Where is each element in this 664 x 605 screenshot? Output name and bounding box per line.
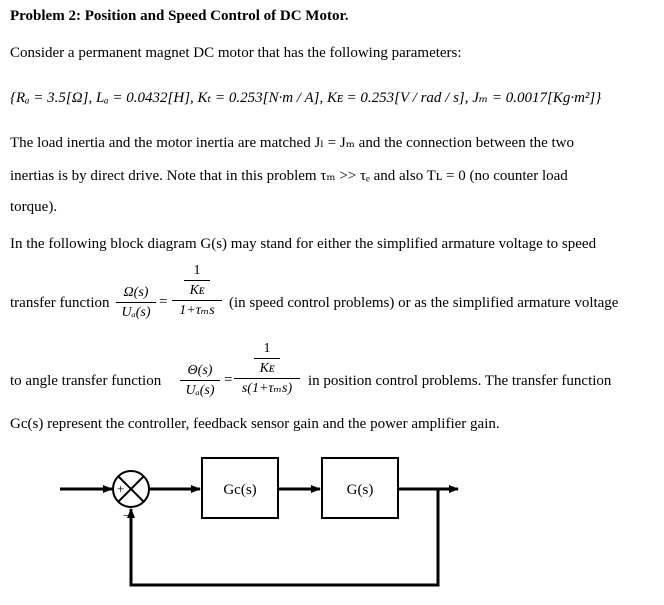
fraction-bar — [254, 358, 280, 359]
fraction-bar — [184, 280, 210, 281]
tf2-lhs-numerator: Θ(s) — [187, 363, 213, 378]
minus-sign: − — [123, 508, 130, 523]
tf1-rhs-gain-fraction: 1 Kᴇ — [184, 262, 210, 299]
tf2-lhs-fraction: Θ(s) Uₐ(s) — [180, 362, 220, 399]
fraction-bar — [234, 378, 300, 379]
paragraph-1-line-3: torque). — [10, 199, 58, 215]
summing-junction — [112, 470, 150, 508]
paragraph-3: Gc(s) represent the controller, feedback… — [10, 416, 500, 432]
tf2-gain-numerator: 1 — [263, 341, 271, 356]
equals-sign: = — [159, 294, 168, 310]
tf2-gain-denominator: Kᴇ — [259, 361, 275, 376]
paragraph-1-line-2: inertias is by direct drive. Note that i… — [10, 168, 568, 184]
tf2-rhs-gain-fraction: 1 Kᴇ — [254, 340, 280, 377]
controller-block-label: Gc(s) — [223, 482, 256, 498]
tf1-rhs-denominator: 1+τₘs — [179, 303, 215, 318]
tf2-suffix: in position control problems. The transf… — [308, 373, 612, 389]
plant-block — [321, 457, 399, 519]
fraction-bar — [180, 380, 220, 381]
tf1-lhs-denominator: Uₐ(s) — [121, 305, 151, 320]
paragraph-1-line-1: The load inertia and the motor inertia a… — [10, 135, 575, 151]
fraction-bar — [116, 302, 156, 303]
fraction-bar — [172, 300, 222, 301]
controller-block — [201, 457, 279, 519]
tf1-lhs-numerator: Ω(s) — [123, 285, 149, 300]
tf1-prefix: transfer function — [10, 295, 110, 311]
feedback-path — [127, 489, 440, 587]
intro-text: Consider a permanent magnet DC motor tha… — [10, 45, 462, 61]
tf2-prefix: to angle transfer function — [10, 373, 162, 389]
tf2-rhs-fraction: 1 Kᴇ s(1+τₘs) — [234, 340, 300, 397]
plant-block-label: G(s) — [347, 482, 374, 498]
tf1-lhs-fraction: Ω(s) Uₐ(s) — [116, 284, 156, 321]
paragraph-2-line-1: In the following block diagram G(s) may … — [10, 236, 597, 252]
plus-sign: + — [117, 481, 124, 496]
tf1-gain-denominator: Kᴇ — [189, 283, 205, 298]
tf1-rhs-fraction: 1 Kᴇ 1+τₘs — [172, 262, 222, 319]
problem-title: Problem 2: Position and Speed Control of… — [10, 8, 349, 24]
equals-sign: = — [224, 372, 233, 388]
tf1-gain-numerator: 1 — [193, 263, 201, 278]
parameters-line: {Rₐ = 3.5[Ω], Lₐ = 0.0432[H], Kₜ = 0.253… — [10, 90, 602, 106]
tf1-suffix: (in speed control problems) or as the si… — [229, 295, 619, 311]
tf2-rhs-denominator: s(1+τₘs) — [241, 381, 293, 396]
tf2-lhs-denominator: Uₐ(s) — [185, 383, 215, 398]
